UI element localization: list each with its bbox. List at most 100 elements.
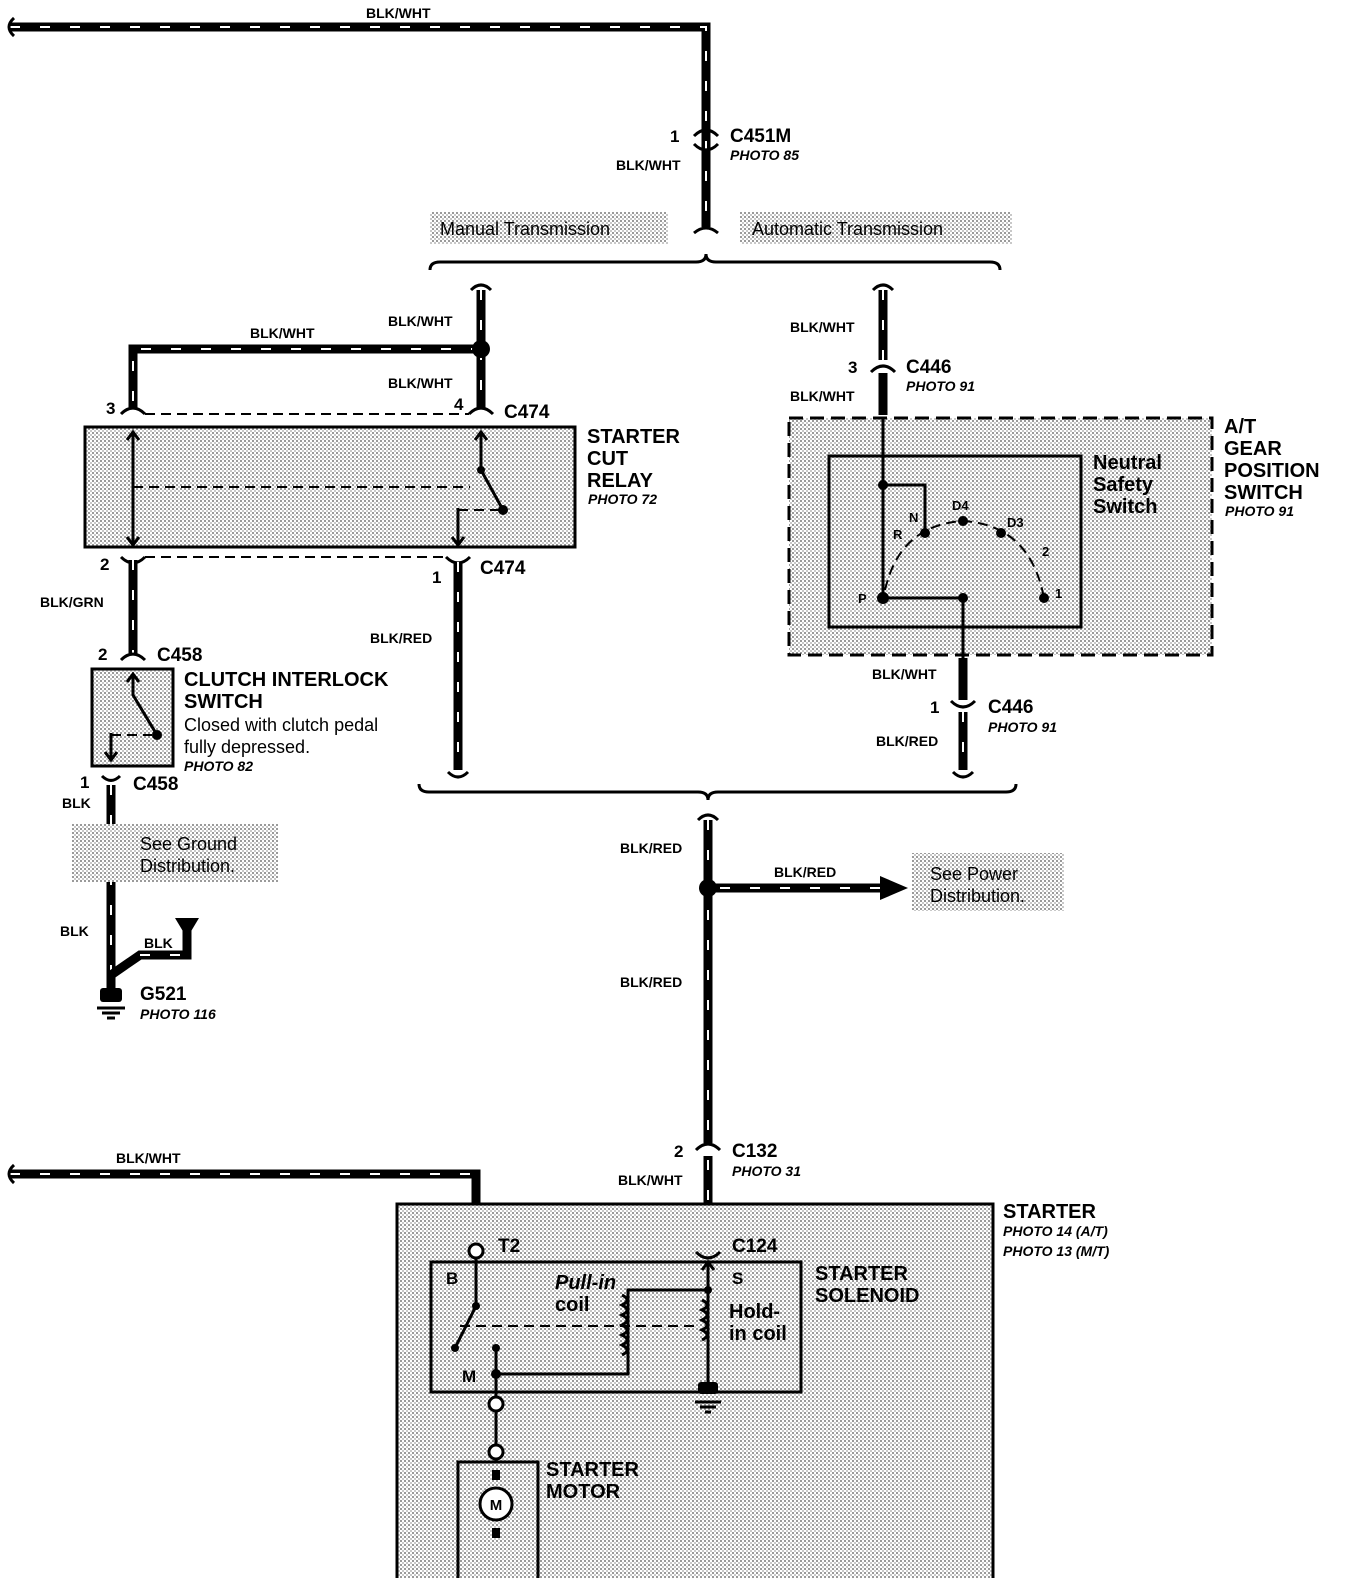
power-ref-2: Distribution. bbox=[930, 886, 1025, 906]
neutral-safety-switch-internal bbox=[877, 418, 1049, 660]
starter-solenoid-box bbox=[429, 1260, 803, 1394]
relay-title-1: STARTER bbox=[587, 426, 681, 448]
connector-c458-bottom bbox=[100, 774, 122, 782]
relay-title-3: RELAY bbox=[587, 470, 654, 492]
ground-g521-icon bbox=[97, 988, 125, 1020]
merge-wire bbox=[696, 813, 908, 1143]
wire-label-relay-out1: BLK/RED bbox=[370, 630, 432, 646]
neutral-title-2: Safety bbox=[1093, 474, 1154, 496]
wire-label-clutch-out: BLK bbox=[62, 795, 91, 811]
c124-name: C124 bbox=[732, 1236, 778, 1257]
solenoid-m: M bbox=[462, 1367, 476, 1386]
c474-top-pin-left: 3 bbox=[106, 399, 115, 418]
solenoid-hold-2: in coil bbox=[729, 1323, 787, 1345]
c474-top-pin-right: 4 bbox=[454, 395, 464, 414]
at-switch-title-2: GEAR bbox=[1224, 438, 1282, 460]
solenoid-s: S bbox=[732, 1269, 743, 1288]
at-switch-title-4: SWITCH bbox=[1224, 482, 1303, 504]
solenoid-pullin-1: Pull-in bbox=[555, 1272, 616, 1294]
c446-bottom-photo: PHOTO 91 bbox=[988, 719, 1057, 735]
clutch-photo: PHOTO 82 bbox=[184, 758, 253, 774]
solenoid-title-1: STARTER bbox=[815, 1263, 909, 1285]
pos-n: N bbox=[909, 510, 918, 525]
ground-reference-bg bbox=[72, 824, 278, 882]
c451m-photo: PHOTO 85 bbox=[730, 147, 799, 163]
wire-label-mt-pin4: BLK/WHT bbox=[388, 375, 453, 391]
c446-top-pin: 3 bbox=[848, 358, 857, 377]
relay-photo: PHOTO 72 bbox=[588, 491, 657, 507]
clutch-note-2: fully depressed. bbox=[184, 737, 310, 757]
c446-bottom-name: C446 bbox=[988, 697, 1033, 718]
motor-title-1: STARTER bbox=[546, 1459, 640, 1481]
wire-label-gnd2: BLK bbox=[144, 935, 173, 951]
relay-out1-wire bbox=[446, 562, 470, 779]
wire-label-power: BLK/RED bbox=[774, 864, 836, 880]
starter-photo-1: PHOTO 14 (A/T) bbox=[1003, 1223, 1108, 1239]
automatic-transmission-label-bg bbox=[740, 212, 1012, 244]
g521-name: G521 bbox=[140, 984, 187, 1005]
connector-c458-top bbox=[119, 652, 147, 662]
relay-title-2: CUT bbox=[587, 448, 628, 470]
power-reference-bg bbox=[912, 853, 1064, 911]
at-switch-title-3: POSITION bbox=[1224, 460, 1320, 482]
neutral-title-1: Neutral bbox=[1093, 452, 1162, 474]
starter-motor-box bbox=[456, 1460, 540, 1578]
at-switch-title-1: A/T bbox=[1224, 416, 1256, 438]
automatic-transmission-label: Automatic Transmission bbox=[752, 219, 943, 239]
wire-label-merge: BLK/RED bbox=[620, 840, 682, 856]
connector-c132 bbox=[694, 1142, 722, 1152]
at-switch-photo: PHOTO 91 bbox=[1225, 503, 1294, 519]
c458-top-pin: 2 bbox=[98, 645, 107, 664]
c458-bottom-pin: 1 bbox=[80, 773, 89, 792]
top-feed-wire bbox=[7, 16, 711, 227]
c132-pin: 2 bbox=[674, 1142, 683, 1161]
c474-bottom-pin-right: 1 bbox=[432, 568, 441, 587]
starter-title: STARTER bbox=[1003, 1201, 1097, 1223]
t2-terminal-icon bbox=[467, 1242, 485, 1260]
connector-c474-bottom bbox=[119, 555, 472, 565]
solenoid-b: B bbox=[446, 1269, 458, 1288]
motor-symbol: M bbox=[490, 1497, 503, 1514]
connector-c474-top bbox=[119, 406, 495, 416]
power-ref-1: See Power bbox=[930, 864, 1018, 884]
c446-bottom-pin: 1 bbox=[930, 698, 939, 717]
manual-transmission-label-bg bbox=[430, 212, 668, 244]
ground-wire bbox=[106, 785, 199, 990]
c132-name: C132 bbox=[732, 1141, 777, 1162]
c446-top-photo: PHOTO 91 bbox=[906, 378, 975, 394]
wire-label-at-out: BLK/WHT bbox=[872, 666, 937, 682]
wire-label-c451m: BLK/WHT bbox=[616, 157, 681, 173]
t2-name: T2 bbox=[498, 1236, 520, 1257]
c474-bottom-pin-left: 2 bbox=[100, 555, 109, 574]
wire-label-at-pin1: BLK/RED bbox=[876, 733, 938, 749]
wire-label-bottom: BLK/WHT bbox=[116, 1150, 181, 1166]
clutch-title-2: SWITCH bbox=[184, 691, 263, 713]
wire-label-top: BLK/WHT bbox=[366, 5, 431, 21]
solenoid-hold-1: Hold- bbox=[729, 1301, 780, 1323]
motor-icon bbox=[478, 1470, 514, 1538]
solenoid-pullin-2: coil bbox=[555, 1294, 589, 1316]
ground-ref-1: See Ground bbox=[140, 834, 237, 854]
neutral-title-3: Switch bbox=[1093, 496, 1157, 518]
c451m-name: C451M bbox=[730, 126, 791, 147]
c451m-pin: 1 bbox=[670, 127, 679, 146]
automatic-branch-wire bbox=[869, 283, 897, 415]
solenoid-title-2: SOLENOID bbox=[815, 1285, 919, 1307]
c458-top-name: C458 bbox=[157, 645, 202, 666]
pos-p: P bbox=[858, 591, 867, 606]
pos-2: 2 bbox=[1042, 544, 1049, 559]
c474-bottom-name: C474 bbox=[480, 558, 526, 579]
ground-ref-2: Distribution. bbox=[140, 856, 235, 876]
manual-transmission-label: Manual Transmission bbox=[440, 219, 610, 239]
pos-r: R bbox=[893, 527, 903, 542]
starter-solenoid-internal bbox=[451, 1258, 721, 1418]
starter-motor-wiring bbox=[487, 1395, 505, 1461]
wire-label-merge2: BLK/RED bbox=[620, 974, 682, 990]
clutch-note-1: Closed with clutch pedal bbox=[184, 715, 378, 735]
starter-cut-relay-internal bbox=[125, 429, 508, 548]
wire-label-gnd1: BLK bbox=[60, 923, 89, 939]
pos-d3: D3 bbox=[1007, 515, 1024, 530]
neutral-safety-switch-box bbox=[827, 454, 1083, 629]
pos-d4: D4 bbox=[952, 498, 969, 513]
